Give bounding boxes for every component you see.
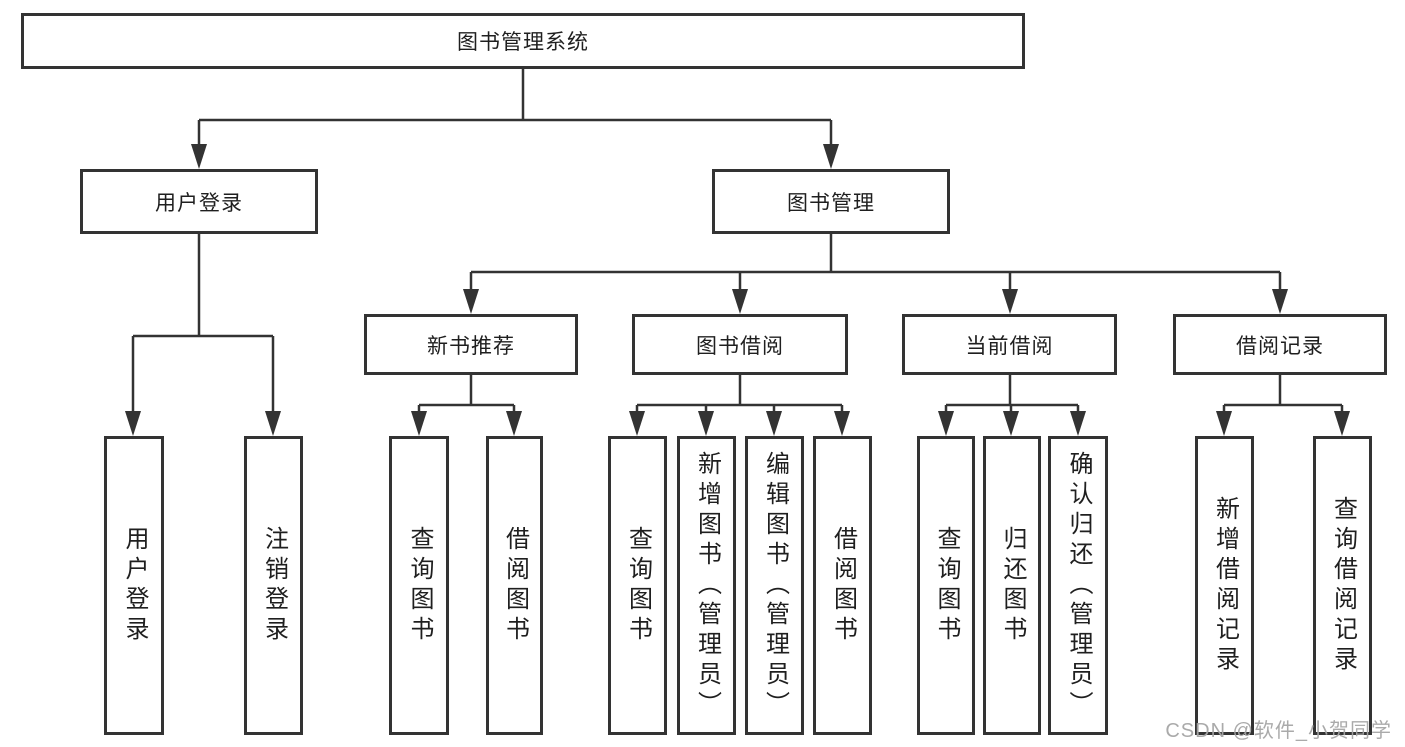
leaf-confirm-return-admin: 确认归还（管理员） [1048,436,1108,735]
connector-root-to-level2 [197,68,833,146]
arrowhead [125,411,141,436]
connector-currentborrow-to-leaves [944,374,1080,413]
leaf-add-borrow-record: 新增借阅记录 [1195,436,1254,735]
leaf-edit-book-admin: 编辑图书（管理员） [745,436,804,735]
arrowhead [506,411,522,436]
node-current-borrow-label: 当前借阅 [965,334,1054,358]
leaf-add-book-admin-label: 新增图书（管理员） [693,450,721,721]
leaf-return-book-label: 归还图书 [999,525,1026,646]
arrowhead [698,411,714,436]
leaf-confirm-return-admin-label: 确认归还（管理员） [1065,450,1092,721]
leaf-borrow-book-1: 借阅图书 [486,436,543,735]
leaf-user-login-label: 用户登录 [121,525,148,646]
node-book-management: 图书管理 [712,169,950,234]
node-new-book-recommend: 新书推荐 [364,314,578,375]
leaf-query-book-2: 查询图书 [608,436,667,735]
leaf-query-book-1: 查询图书 [389,436,449,735]
node-user-login: 用户登录 [80,169,318,234]
connector-userlogin-to-leaves [131,233,275,413]
leaf-return-book: 归还图书 [983,436,1041,735]
node-root: 图书管理系统 [21,13,1025,69]
arrowhead [629,411,645,436]
leaf-logout: 注销登录 [244,436,303,735]
leaf-query-book-3: 查询图书 [917,436,975,735]
leaf-logout-label: 注销登录 [260,525,288,646]
node-current-borrow: 当前借阅 [902,314,1117,375]
arrowhead [823,144,839,169]
connector-bookmgmt-to-level3 [469,233,1282,291]
arrowhead [1272,289,1288,314]
leaf-query-book-1-label: 查询图书 [406,525,433,646]
connector-borrowrecords-to-leaves [1222,374,1344,413]
connector-bookborrow-to-leaves [635,374,844,413]
leaf-edit-book-admin-label: 编辑图书（管理员） [761,450,789,721]
leaf-borrow-book-2: 借阅图书 [813,436,872,735]
arrowhead [938,411,954,436]
csdn-watermark: CSDN @软件_小贺同学 [1165,720,1392,742]
node-user-login-label: 用户登录 [155,191,243,215]
arrowhead [191,144,207,169]
leaf-query-borrow-record-label: 查询借阅记录 [1329,495,1357,676]
leaf-user-login: 用户登录 [104,436,164,735]
arrowhead [1216,411,1232,436]
node-book-management-label: 图书管理 [787,191,875,215]
node-borrow-records-label: 借阅记录 [1236,334,1324,358]
leaf-borrow-book-2-label: 借阅图书 [829,525,857,646]
leaf-add-book-admin: 新增图书（管理员） [677,436,736,735]
arrowhead [1002,289,1018,314]
node-borrow-records: 借阅记录 [1173,314,1387,375]
arrowhead [411,411,427,436]
leaf-add-borrow-record-label: 新增借阅记录 [1211,495,1239,676]
arrowhead [463,289,479,314]
leaf-query-book-2-label: 查询图书 [624,525,652,646]
arrowhead [1334,411,1350,436]
arrowhead [265,411,281,436]
leaf-query-borrow-record: 查询借阅记录 [1313,436,1372,735]
arrowhead [766,411,782,436]
arrowhead [732,289,748,314]
leaf-query-book-3-label: 查询图书 [933,525,960,646]
node-new-book-recommend-label: 新书推荐 [427,334,515,358]
leaf-borrow-book-1-label: 借阅图书 [501,525,529,646]
connector-newbook-to-leaves [417,374,516,413]
arrowhead [1070,411,1086,436]
arrowhead [834,411,850,436]
node-root-label: 图书管理系统 [457,31,589,54]
node-book-borrow: 图书借阅 [632,314,848,375]
node-book-borrow-label: 图书借阅 [696,334,784,358]
arrowhead [1003,411,1019,436]
